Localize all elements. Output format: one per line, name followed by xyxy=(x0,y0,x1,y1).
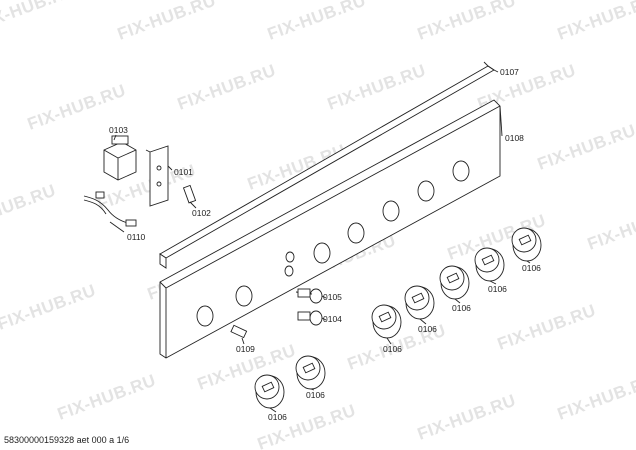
label-0102: 0102 xyxy=(192,208,211,218)
part-0105-lamp xyxy=(295,288,323,304)
knob-0106: 0106 xyxy=(254,374,287,422)
label-0101: 0101 xyxy=(174,167,193,177)
watermark-text: FIX-HUB.RU xyxy=(115,0,218,44)
knobs-0106: 0106 0106 0106 0106 0106 0106 0106 xyxy=(254,227,542,422)
knob-0106: 0106 xyxy=(295,355,326,400)
watermark-text: FIX-HUB.RU xyxy=(495,301,598,354)
part-0108-control-panel xyxy=(159,99,501,359)
watermark-text: FIX-HUB.RU xyxy=(415,0,518,44)
watermark-text: FIX-HUB.RU xyxy=(555,371,636,424)
watermark-text: FIX-HUB.RU xyxy=(0,0,78,34)
label-0104: 0104 xyxy=(323,314,342,324)
label-0107: 0107 xyxy=(500,67,519,77)
knob-0106: 0106 xyxy=(371,304,402,354)
label-0108: 0108 xyxy=(505,133,524,143)
watermark-text: FIX-HUB.RU xyxy=(535,121,636,174)
watermark-text: FIX-HUB.RU xyxy=(0,181,58,234)
part-0102-pin xyxy=(182,184,197,204)
watermark-text: FIX-HUB.RU xyxy=(585,201,636,254)
label-0106: 0106 xyxy=(522,263,541,273)
watermark-text: FIX-HUB.RU xyxy=(415,391,518,444)
knob-0106: 0106 xyxy=(511,227,542,273)
watermark-text: FIX-HUB.RU xyxy=(245,141,348,194)
watermark-text: FIX-HUB.RU xyxy=(265,0,368,44)
watermark-text: FIX-HUB.RU xyxy=(325,61,428,114)
watermark-text: FIX-HUB.RU xyxy=(175,61,278,114)
knob-0106: 0106 xyxy=(439,265,471,313)
label-0110: 0110 xyxy=(127,232,146,242)
part-0101-bracket xyxy=(145,145,169,207)
watermark-text: FIX-HUB.RU xyxy=(555,0,636,44)
label-0106: 0106 xyxy=(383,344,402,354)
label-0103: 0103 xyxy=(109,125,128,135)
label-0106: 0106 xyxy=(488,284,507,294)
part-0104-lamp xyxy=(297,310,323,326)
label-0106: 0106 xyxy=(452,303,471,313)
label-0105: 0105 xyxy=(323,292,342,302)
footer-code: 58300000159328 aet 000 a 1/6 xyxy=(4,435,129,445)
watermark-text: FIX-HUB.RU xyxy=(55,371,158,424)
part-0103-switch xyxy=(103,135,137,181)
knob-0106: 0106 xyxy=(404,285,437,334)
knob-0106: 0106 xyxy=(474,247,507,294)
label-0109: 0109 xyxy=(236,344,255,354)
part-0110-cable xyxy=(83,191,137,227)
watermark-text: FIX-HUB.RU xyxy=(0,281,98,334)
label-0106: 0106 xyxy=(418,324,437,334)
label-0106: 0106 xyxy=(268,412,287,422)
label-0106: 0106 xyxy=(306,390,325,400)
leader-lines xyxy=(109,69,503,345)
part-0109-pin xyxy=(230,324,248,339)
